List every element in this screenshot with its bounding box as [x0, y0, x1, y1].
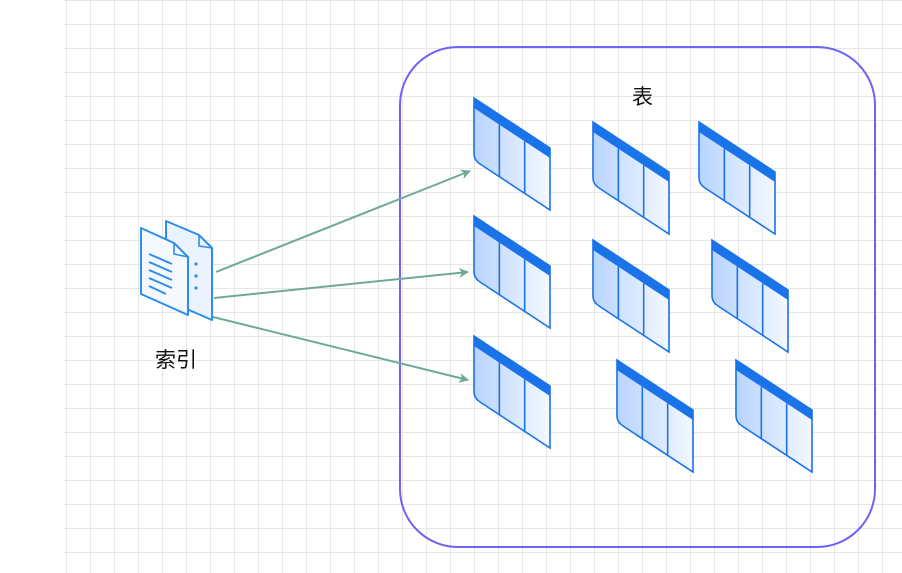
table-icon — [616, 358, 694, 474]
arrow-index-to-table-1 — [215, 169, 471, 273]
table-icon — [592, 238, 670, 354]
table-icon — [735, 358, 813, 474]
table-icon — [473, 214, 551, 330]
table-container-label: 表 — [632, 85, 653, 109]
document-stack-icon — [140, 220, 213, 321]
table-icon — [711, 238, 789, 354]
table-icon — [473, 96, 551, 212]
table-icon — [473, 334, 551, 450]
table-icon — [698, 120, 776, 236]
index-label: 索引 — [155, 348, 197, 372]
table-container — [399, 46, 876, 548]
table-icon — [592, 120, 670, 236]
arrow-index-to-table-2 — [213, 267, 469, 299]
arrow-index-to-table-3 — [208, 315, 469, 383]
